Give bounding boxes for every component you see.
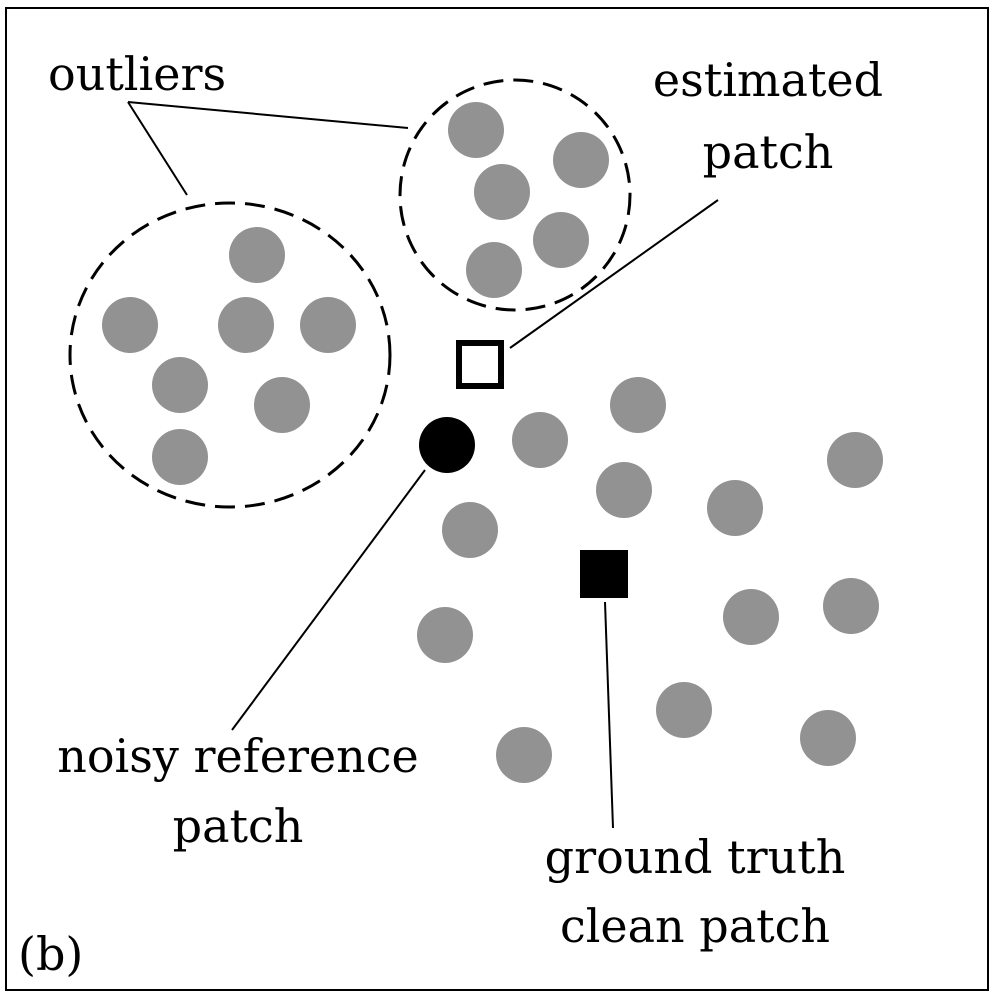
estimated-leader — [509, 199, 719, 349]
ground-truth-label-line1: ground truth — [545, 830, 846, 884]
noisy-reference-label-line1: noisy reference — [57, 729, 419, 783]
patch-point — [610, 377, 666, 433]
outlier-cluster-left — [68, 201, 392, 509]
patch-point — [512, 412, 568, 468]
patch-point — [596, 462, 652, 518]
patch-point — [533, 212, 589, 268]
outliers-leader-left — [127, 101, 188, 196]
patch-point — [474, 164, 530, 220]
patch-point — [707, 480, 763, 536]
patch-point — [152, 429, 208, 485]
patch-point — [827, 432, 883, 488]
patch-point — [300, 297, 356, 353]
patch-point — [152, 357, 208, 413]
estimated-patch-marker — [456, 340, 504, 389]
patch-point — [229, 227, 285, 283]
patch-point — [218, 297, 274, 353]
reference-leader — [231, 469, 426, 731]
patch-point — [723, 589, 779, 645]
noisy-reference-label-line2: patch — [173, 799, 304, 853]
patch-point — [417, 607, 473, 663]
outlier-cluster-top — [398, 78, 632, 312]
patch-point — [823, 578, 879, 634]
patch-point — [448, 102, 504, 158]
patch-point — [656, 682, 712, 738]
outliers-leader-right — [127, 101, 409, 129]
patch-point — [553, 132, 609, 188]
patch-point — [800, 710, 856, 766]
estimated-patch-label-line2: patch — [703, 125, 834, 179]
patch-point — [496, 727, 552, 783]
estimated-patch-label-line1: estimated — [653, 53, 883, 107]
ground-truth-label-line2: clean patch — [560, 899, 830, 953]
truth-leader — [604, 601, 614, 829]
patch-point — [102, 297, 158, 353]
patch-point — [442, 502, 498, 558]
panel-label: (b) — [18, 927, 83, 981]
noisy-reference-patch-marker — [419, 417, 475, 473]
patch-point — [466, 242, 522, 298]
ground-truth-patch-marker — [580, 550, 628, 598]
outliers-label: outliers — [48, 47, 226, 101]
patch-point — [254, 377, 310, 433]
